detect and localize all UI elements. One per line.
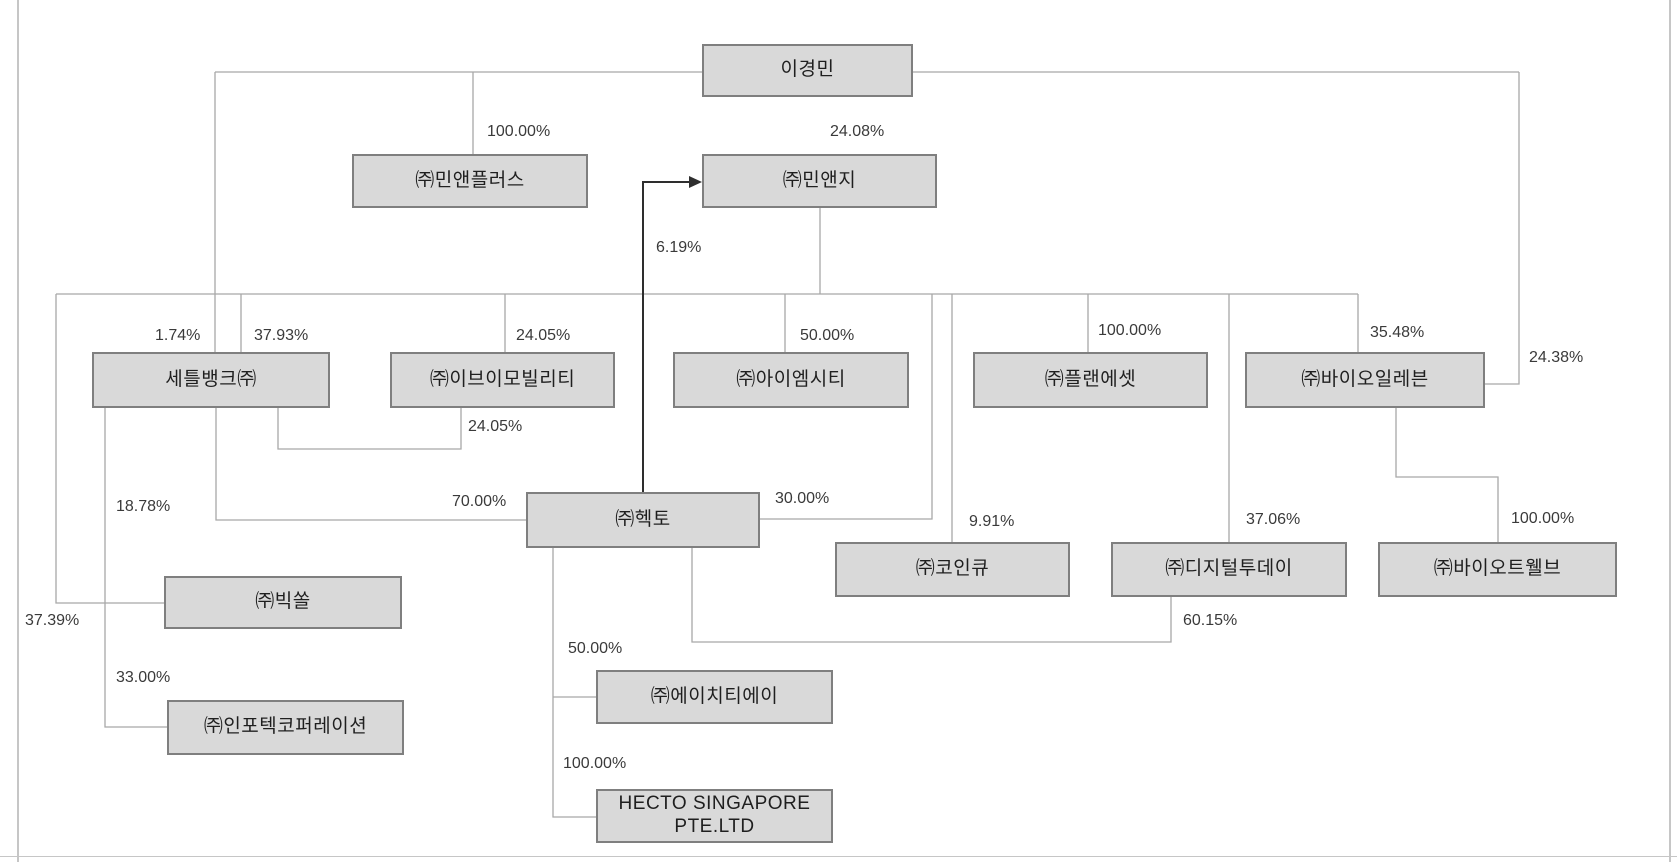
- arrowhead-icon: [689, 176, 702, 188]
- connector-line-minwise-to-hecto: [760, 294, 933, 520]
- connector-line-bio-eleven-to-bio-twelve: [1395, 408, 1499, 542]
- ownership-pct-label: 100.00%: [1098, 322, 1162, 339]
- connector-line-settlebank-to-infotech-corp: [104, 408, 167, 728]
- org-box-bio-eleven: ㈜바이오일레븐: [1245, 352, 1485, 408]
- ownership-pct-label: 33.00%: [116, 669, 171, 686]
- ownership-pct-label: 1.74%: [155, 327, 201, 344]
- org-box-minnplus: ㈜민앤플러스: [352, 154, 588, 208]
- connector-line-lee-to-bio-eleven: [1485, 72, 1520, 385]
- ownership-pct-label: 100.00%: [487, 123, 551, 140]
- page-border-left: [17, 0, 19, 862]
- org-box-bio-twelve: ㈜바이오트웰브: [1378, 542, 1617, 597]
- connector-line-hecto-to-minwise-arrow: [642, 181, 696, 492]
- ownership-pct-label: 100.00%: [1511, 510, 1575, 527]
- org-box-plan-asset: ㈜플랜에셋: [973, 352, 1208, 408]
- ownership-pct-label: 37.06%: [1246, 511, 1301, 528]
- ownership-pct-label: 50.00%: [800, 327, 855, 344]
- connector-line-minwise-to-bigsol: [55, 294, 164, 604]
- ownership-pct-label: 37.93%: [254, 327, 309, 344]
- ownership-pct-label: 24.05%: [516, 327, 571, 344]
- org-box-minwise: ㈜민앤지: [702, 154, 937, 208]
- ownership-pct-label: 70.00%: [452, 493, 507, 510]
- ownership-pct-label: 35.48%: [1370, 324, 1425, 341]
- ownership-pct-label: 30.00%: [775, 490, 830, 507]
- org-box-hecto: ㈜헥토: [526, 492, 760, 548]
- connector-line-settlebank-to-hecto: [215, 408, 526, 521]
- org-box-imct: ㈜아이엠시티: [673, 352, 909, 408]
- ownership-pct-label: 50.00%: [568, 640, 623, 657]
- org-box-digital-today: ㈜디지털투데이: [1111, 542, 1347, 597]
- connector-line-hecto-to-digital-today: [691, 548, 1172, 643]
- ownership-pct-label: 24.38%: [1529, 349, 1584, 366]
- ownership-pct-label: 37.39%: [25, 612, 80, 629]
- org-box-htea: ㈜에이치티에이: [596, 670, 833, 724]
- ownership-pct-label: 60.15%: [1183, 612, 1238, 629]
- ownership-pct-label: 18.78%: [116, 498, 171, 515]
- ownership-pct-label: 9.91%: [969, 513, 1015, 530]
- ownership-pct-label: 24.08%: [830, 123, 885, 140]
- org-box-coinq: ㈜코인큐: [835, 542, 1070, 597]
- ownership-pct-label: 24.05%: [468, 418, 523, 435]
- connector-line-settlebank-to-ev-mobility: [277, 408, 462, 450]
- page-border-right: [1669, 0, 1671, 862]
- org-box-infotech-corp: ㈜인포텍코퍼레이션: [167, 700, 404, 755]
- connector-line-hecto-to-hecto-singapore: [552, 548, 596, 818]
- page-border-bottom: [0, 856, 1677, 857]
- org-box-lee-kyung-min: 이경민: [702, 44, 913, 97]
- org-box-hecto-singapore: HECTO SINGAPORE PTE.LTD: [596, 789, 833, 843]
- ownership-pct-label: 100.00%: [563, 755, 627, 772]
- org-box-bigsol: ㈜빅쏠: [164, 576, 402, 629]
- ownership-pct-label: 6.19%: [656, 239, 702, 256]
- org-box-settlebank: 세틀뱅크㈜: [92, 352, 330, 408]
- org-box-ev-mobility: ㈜이브이모빌리티: [390, 352, 615, 408]
